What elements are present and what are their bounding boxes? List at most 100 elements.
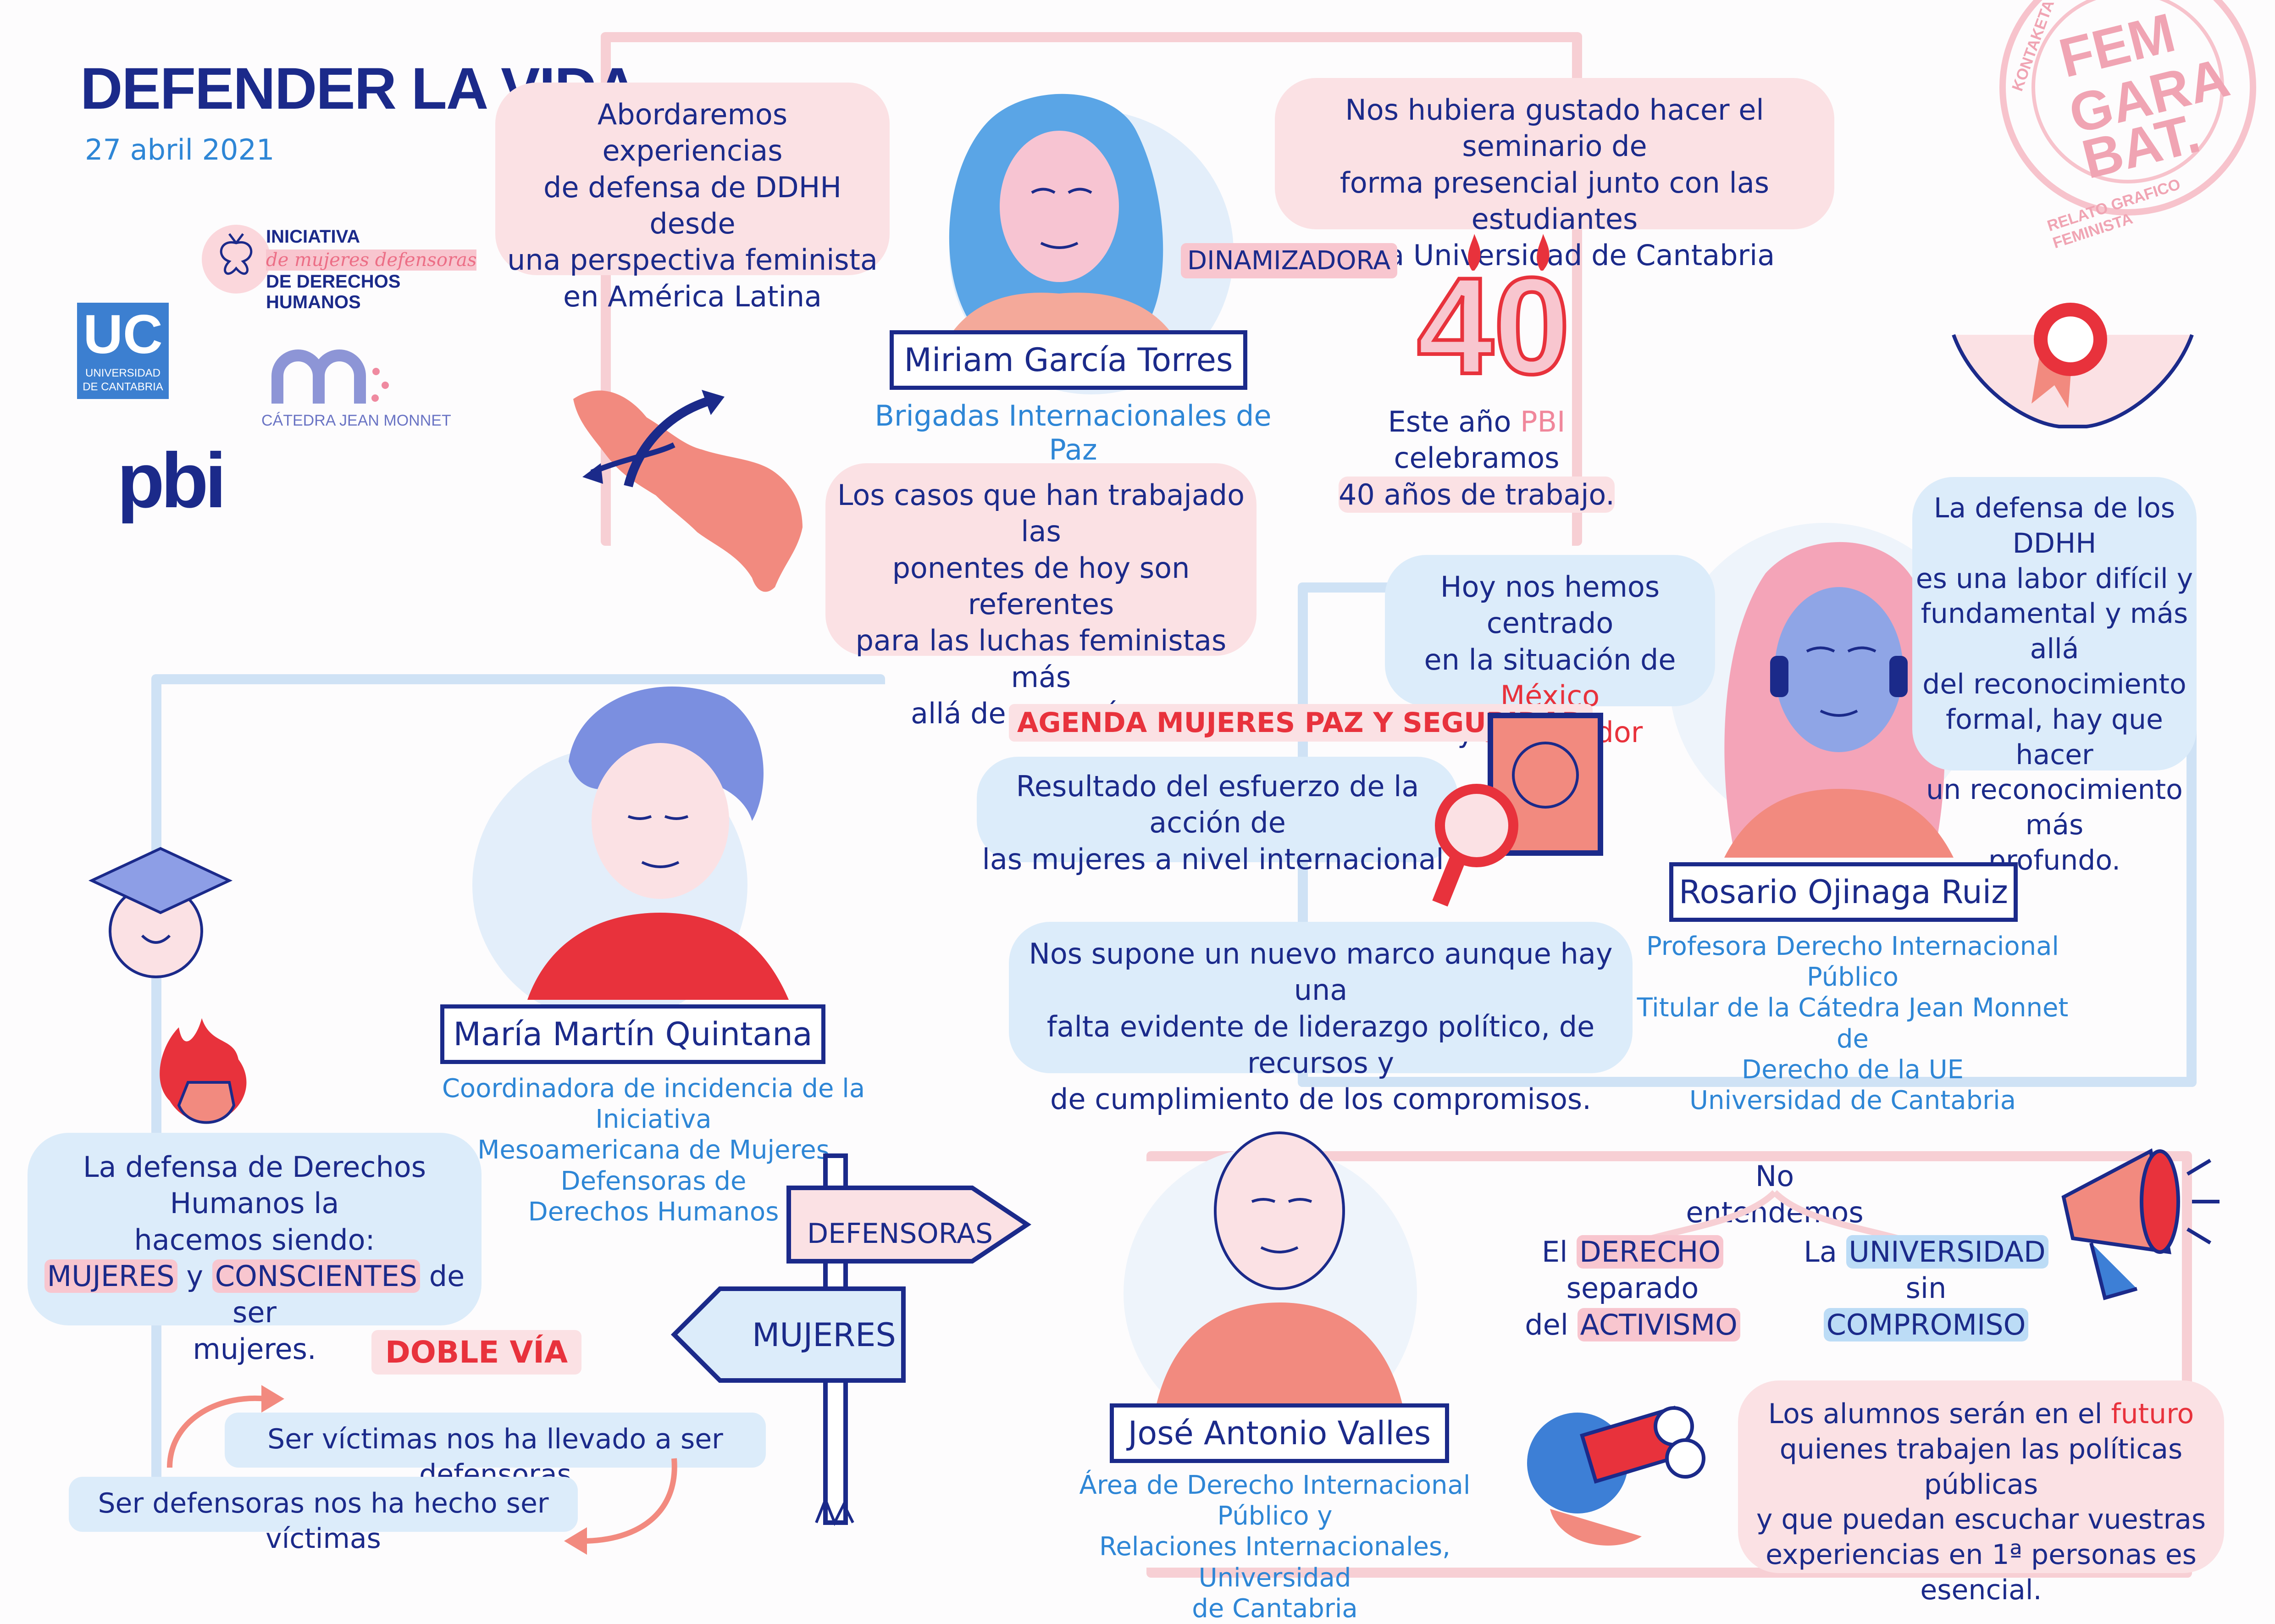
presencial-line-2: forma presencial junto con las estudiant… <box>1340 166 1770 236</box>
uc-logo-mark: UC <box>83 304 163 365</box>
focus-line-2: en la situación de México <box>1389 642 1710 715</box>
derecho-activismo: El DERECHO separado del ACTIVISMO <box>1490 1234 1775 1343</box>
jose-quote-line-1: Los alumnos serán en el futuro <box>1738 1397 2224 1432</box>
universidad-compromiso: La UNIVERSIDAD sin COMPROMISO <box>1802 1234 2050 1343</box>
maria-portrait <box>527 686 789 1000</box>
anniversary-line-1: Este año PBI celebramos <box>1312 404 1642 477</box>
compromiso-word: COMPROMISO <box>1823 1308 2029 1341</box>
agenda-marco-line-3: de cumplimiento de los compromisos. <box>1050 1082 1591 1116</box>
intro-bubble-presencial <box>1275 78 1834 229</box>
intro-bubble-referentes <box>825 463 1257 656</box>
maria-role-line-1: Coordinadora de incidencia de la Iniciat… <box>442 1074 865 1135</box>
agenda-result-text: Resultado del esfuerzo de la acción de l… <box>981 768 1454 877</box>
presencial-line-3: de la Universidad de Cantabria <box>1334 238 1775 272</box>
derecho-line2-a: del <box>1525 1308 1578 1341</box>
anniversary-pbi: PBI <box>1520 405 1566 438</box>
rosario-role-line-1: Profesora Derecho Internacional Público <box>1646 931 2059 992</box>
jose-quote-text: Los alumnos serán en el futuro quienes t… <box>1738 1397 2224 1608</box>
jose-quote-futuro: futuro <box>2111 1398 2194 1430</box>
signpost-icon <box>670 1153 1032 1526</box>
anniversary-line1-a: Este año <box>1388 405 1521 438</box>
activismo-word: ACTIVISMO <box>1577 1308 1740 1341</box>
via2-box <box>69 1477 578 1532</box>
im-emblem-icon <box>202 225 271 294</box>
magnifier-globe-icon <box>1432 713 1603 907</box>
page-date: 27 abril 2021 <box>85 133 275 166</box>
agenda-marco-line-2: falta evidente de liderazgo político, de… <box>1046 1009 1595 1080</box>
jose-quote-line1-a: Los alumnos serán en el <box>1768 1398 2111 1430</box>
maria-quote-mujeres: MUJERES <box>44 1259 177 1293</box>
intro-text-presencial: Nos hubiera gustado hacer el seminario d… <box>1279 92 1830 274</box>
intro-bubble-perspective <box>495 83 890 275</box>
pbi-logo: pbi <box>117 437 227 524</box>
maria-quote-text: La defensa de Derechos Humanos la hacemo… <box>32 1149 477 1367</box>
maria-role-line-2: Mesoamericana de Mujeres Defensoras de <box>477 1135 830 1196</box>
signpost-defensoras: DEFENSORAS <box>807 1218 993 1250</box>
graduate-cap-icon <box>88 847 233 978</box>
via2-text: Ser defensoras nos ha hecho ser víctimas <box>98 1487 549 1555</box>
uc-logo-line1: UNIVERSIDAD <box>85 367 161 379</box>
perspective-line-3: una perspectiva feminista <box>507 243 878 277</box>
focus-line2-a: en la situación de <box>1424 643 1676 676</box>
rosario-role-line-4: Universidad de Cantabria <box>1689 1085 2016 1115</box>
miriam-name-ribbon: Miriam García Torres <box>890 330 1247 390</box>
latin-america-map-icon <box>573 390 803 592</box>
iniciativa-mesoamericana-logo: INICIATIVA MESOAMERICANA de mujeres defe… <box>202 220 486 312</box>
rosario-role-line-2: Titular de la Cátedra Jean Monnet de <box>1637 993 2069 1054</box>
flame-hand-icon <box>160 1018 247 1124</box>
agenda-marco-text: Nos supone un nuevo marco aunque hay una… <box>1013 936 1628 1118</box>
maria-quote-line-4: mujeres. <box>193 1332 316 1366</box>
jose-quote-line-4: experiencias en 1ª personas es esencial. <box>1766 1539 2197 1606</box>
agenda-marco-line-1: Nos supone un nuevo marco aunque hay una <box>1029 937 1613 1007</box>
derecho-line-2: del ACTIVISMO <box>1490 1307 1775 1343</box>
rosario-quote-bubble <box>1912 477 2197 770</box>
focus-line-1: Hoy nos hemos centrado <box>1440 570 1660 640</box>
referentes-line-1: Los casos que han trabajado las <box>837 478 1245 549</box>
agenda-result-line-1: Resultado del esfuerzo de la acción de <box>1016 770 1419 840</box>
megaphone-icon <box>2061 1148 2220 1300</box>
derecho-line1-c: separado <box>1566 1271 1699 1305</box>
miriam-org: Brigadas Internacionales de Paz <box>875 399 1272 467</box>
jose-portrait <box>1156 1131 1403 1408</box>
jose-quote-line-2: quienes trabajen las políticas públicas <box>1779 1433 2183 1501</box>
jose-quote-bubble <box>1738 1380 2224 1573</box>
universidad-line-2: sin COMPROMISO <box>1802 1270 2050 1343</box>
stamp-inner-ring <box>2031 0 2224 183</box>
rosario-quote-line-4: del reconocimiento <box>1922 668 2186 700</box>
maria-quote-conscientes: CONSCIENTES <box>212 1259 421 1293</box>
candle-flames-icon <box>1468 234 1550 271</box>
im-logo-line2: de mujeres defensoras <box>266 249 477 271</box>
derecho-line1-a: El <box>1542 1235 1577 1269</box>
rosario-quote-line-1: La defensa de los DDHH <box>1933 492 2175 560</box>
uc-logo: UC UNIVERSIDAD DE CANTABRIA <box>77 303 169 399</box>
intro-text-perspective: Abordaremos experiencias de defensa de D… <box>504 96 880 315</box>
anniversary-line-2: 40 años de trabajo. <box>1339 476 1615 513</box>
perspective-line-2: de defensa de DDHH desde <box>543 170 841 241</box>
intro-text-referentes: Los casos que han trabajado las ponentes… <box>835 477 1247 732</box>
maria-quote-bubble <box>28 1133 482 1325</box>
maria-role-line-3: Derechos Humanos <box>528 1197 779 1227</box>
jose-role: Área de Derecho Internacional Público y … <box>1055 1470 1495 1624</box>
agenda-bubble-marco <box>1009 922 1633 1073</box>
jose-name-ribbon: José Antonio Valles <box>1110 1403 1449 1463</box>
jean-monnet-logo: CÁTEDRA JEAN MONNET <box>261 349 451 431</box>
im-logo-line3: DE DERECHOS HUMANOS <box>266 272 401 312</box>
maria-quote-rest: de ser <box>232 1259 465 1330</box>
rosario-name-ribbon: Rosario Ojinaga Ruiz <box>1669 862 2018 922</box>
derecho-word: DERECHO <box>1577 1235 1723 1269</box>
maria-role: Coordinadora de incidencia de la Iniciat… <box>413 1073 894 1227</box>
jose-role-line-2: Relaciones Internacionales, Universidad <box>1099 1532 1450 1593</box>
agenda-bubble-result <box>977 757 1458 862</box>
rosario-role-line-3: Derecho de la UE <box>1741 1054 1964 1085</box>
rosario-quote-line-3: fundamental y más allá <box>1921 598 2188 665</box>
rosario-quote-line-5: formal, hay que hacer <box>1946 703 2163 771</box>
doble-via-label: DOBLE VÍA <box>371 1330 582 1375</box>
anniversary-text: Este año PBI celebramos 40 años de traba… <box>1312 404 1642 513</box>
rosario-bubble-focus <box>1385 555 1715 706</box>
universidad-line1-a: La <box>1804 1235 1846 1269</box>
forty-candles-number: 40 <box>1415 249 1572 403</box>
maria-name-ribbon: María Martín Quintana <box>440 1004 825 1064</box>
maria-quote-y: y <box>177 1259 212 1293</box>
presencial-line-1: Nos hubiera gustado hacer el seminario d… <box>1345 93 1764 163</box>
jose-role-line-3: de Cantabria <box>1192 1593 1358 1624</box>
